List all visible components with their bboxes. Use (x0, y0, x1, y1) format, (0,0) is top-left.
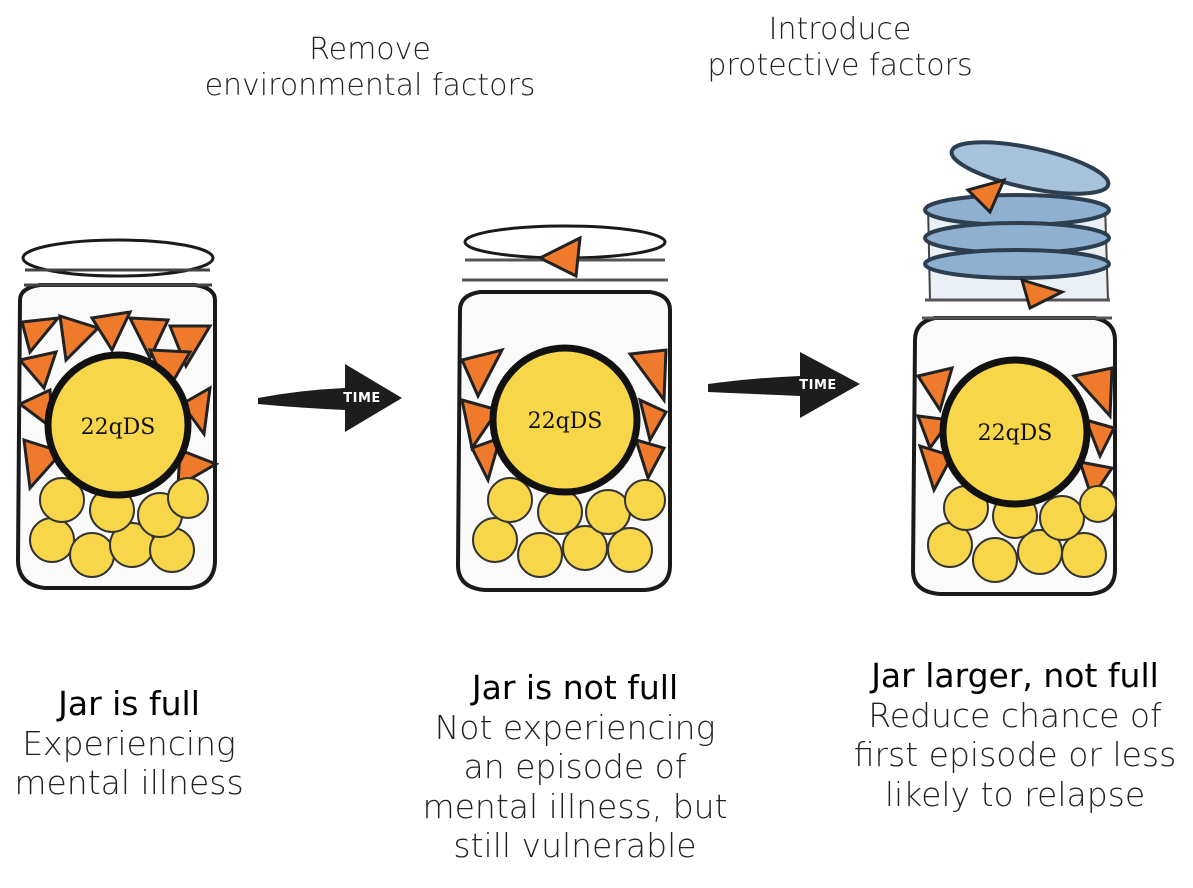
time-arrow-1-label: TIME (343, 391, 381, 406)
caption-jar-3-title: Jar larger, not full (840, 656, 1190, 696)
caption-jar-1-title: Jar is full (0, 684, 258, 724)
caption-jar-2-title: Jar is not full (405, 668, 745, 708)
time-arrow-2: TIME (708, 352, 860, 418)
time-arrow-1: TIME (258, 364, 402, 432)
caption-jar-1: Jar is full Experiencing mental illness (0, 684, 258, 803)
jar-3-threads (922, 300, 1112, 318)
caption-jar-2-line-1: Not experiencing (405, 708, 745, 748)
caption-jar-1-line-2: mental illness (0, 763, 258, 803)
jar-not-full: 22qDS (458, 226, 670, 590)
caption-jar-3-line-1: Reduce chance of (840, 696, 1190, 736)
caption-jar-3: Jar larger, not full Reduce chance of fi… (840, 656, 1190, 814)
caption-jar-3-line-2: first episode or less (840, 735, 1190, 775)
jar-3-blue-rings (925, 132, 1112, 278)
caption-jar-2-line-2: an episode of (405, 747, 745, 787)
jar-2-label: 22qDS (528, 409, 603, 434)
caption-jar-3-line-3: likely to relapse (840, 775, 1190, 815)
caption-jar-1-line-1: Experiencing (0, 724, 258, 764)
jar-full: 22qDS (18, 240, 216, 588)
jar-1-label: 22qDS (81, 415, 156, 440)
jar-larger: 22qDS (913, 132, 1116, 594)
caption-jar-2-line-4: still vulnerable (405, 826, 745, 866)
caption-jar-2: Jar is not full Not experiencing an epis… (405, 668, 745, 866)
jar-3-label: 22qDS (978, 421, 1053, 446)
time-arrow-2-label: TIME (799, 378, 837, 393)
caption-jar-2-line-3: mental illness, but (405, 787, 745, 827)
